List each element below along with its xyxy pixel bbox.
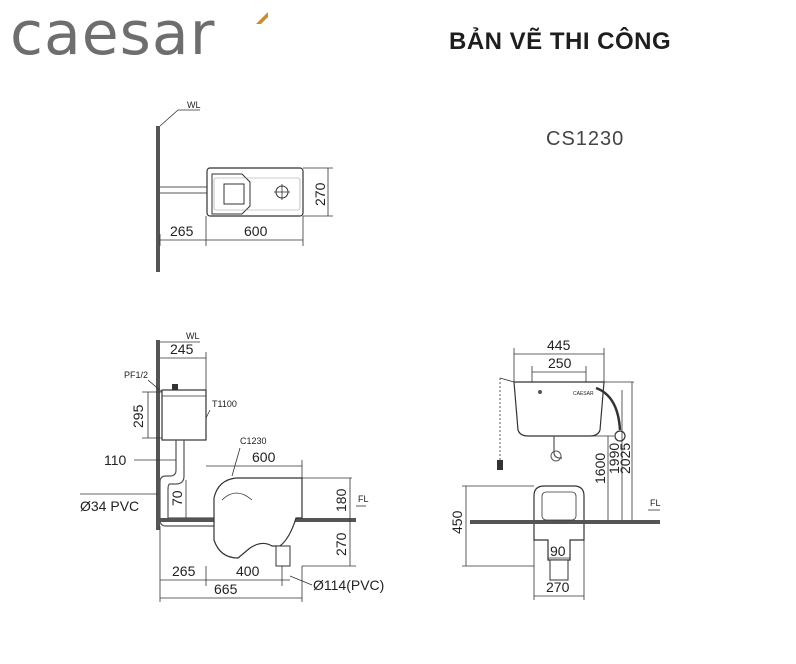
side-view-bowl-model: C1230 xyxy=(240,436,267,446)
side-view: WL 245 PF1/2 T1100 295 110 Ø34 PVC 70 xyxy=(80,331,384,602)
top-view-dim-wall: 265 xyxy=(170,223,194,239)
side-view-tank-model: T1100 xyxy=(212,399,237,409)
side-view-dim-245: 245 xyxy=(170,341,194,357)
front-view: 445 250 CAESAR 1600 1990 2025 FL xyxy=(449,337,661,600)
model-code: CS1230 xyxy=(546,128,625,150)
front-view-dim-445: 445 xyxy=(547,337,571,353)
side-view-dim-400: 400 xyxy=(236,563,260,579)
side-view-dim-270: 270 xyxy=(333,532,349,556)
front-view-dim-1990: 1990 xyxy=(606,443,622,474)
side-view-dim-110: 110 xyxy=(104,452,127,468)
side-view-dim-265: 265 xyxy=(172,563,196,579)
front-view-dim-270: 270 xyxy=(546,579,570,595)
front-view-tank-brand: CAESAR xyxy=(573,391,594,397)
side-view-dim-600: 600 xyxy=(252,449,276,465)
brand-logo: caesar xyxy=(10,0,216,69)
side-view-dim-665: 665 xyxy=(214,581,238,597)
front-view-dim-1600: 1600 xyxy=(592,453,608,484)
front-view-dim-2025: 2025 xyxy=(617,443,633,474)
side-view-dim-70: 70 xyxy=(169,490,185,506)
front-view-dim-250: 250 xyxy=(548,355,572,371)
side-view-tank xyxy=(161,389,207,441)
logo-accent-mark xyxy=(256,12,268,24)
side-view-fl-label: FL xyxy=(358,494,369,504)
side-view-dim-295: 295 xyxy=(130,404,146,428)
front-view-pan xyxy=(533,485,585,520)
front-view-fl-label: FL xyxy=(650,498,661,508)
front-view-dim-450: 450 xyxy=(449,510,465,534)
front-view-dim-90: 90 xyxy=(550,543,566,559)
side-view-pf-label: PF1/2 xyxy=(124,370,148,380)
side-view-wall xyxy=(156,340,160,530)
side-view-dim-180: 180 xyxy=(333,488,349,512)
top-view: WL 265 600 270 xyxy=(156,100,333,272)
top-view-wl-leader xyxy=(159,109,200,127)
top-view-dim-length: 600 xyxy=(244,223,268,239)
side-view-outlet-label: Ø114(PVC) xyxy=(313,577,384,593)
top-view-wl-label: WL xyxy=(187,100,201,110)
side-view-wl-label: WL xyxy=(186,331,200,341)
page-title: BẢN VẼ THI CÔNG xyxy=(449,28,672,55)
front-view-floor xyxy=(470,520,660,524)
side-view-pipe-label: Ø34 PVC xyxy=(80,498,139,514)
top-view-wall xyxy=(156,126,160,272)
top-view-dim-width: 270 xyxy=(312,182,328,206)
